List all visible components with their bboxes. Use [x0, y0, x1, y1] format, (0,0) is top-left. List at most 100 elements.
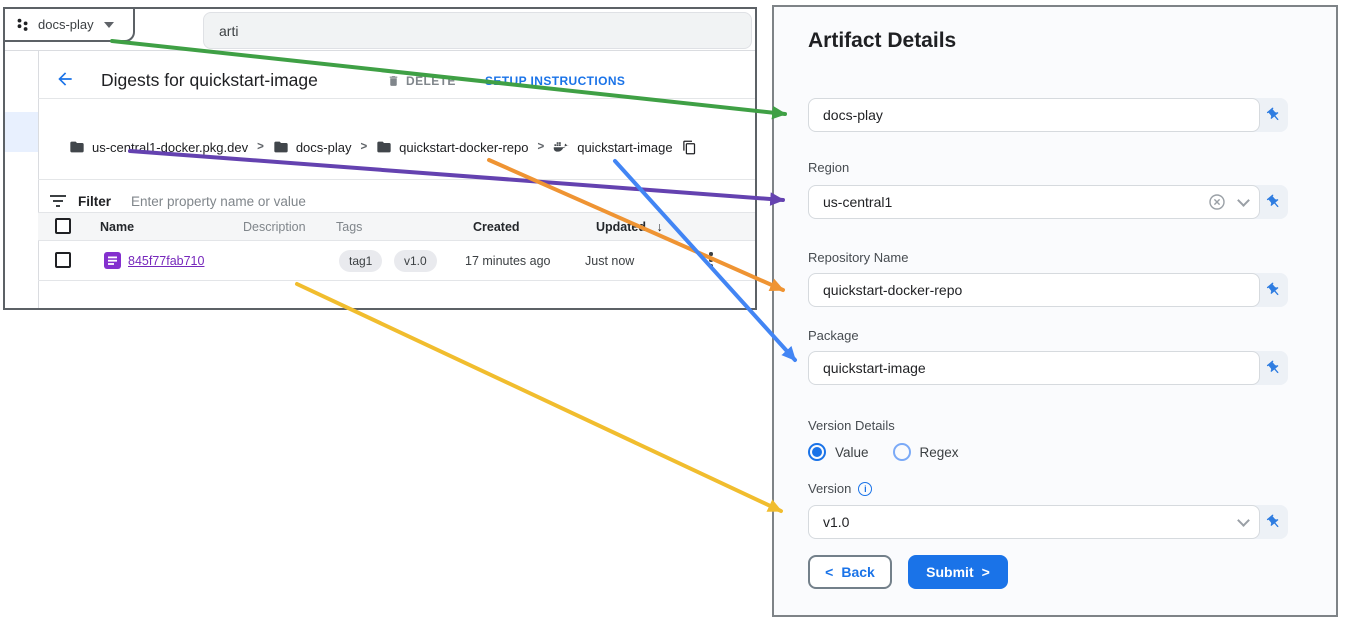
breadcrumb-item-image[interactable]: quickstart-image [553, 139, 673, 155]
version-label: Version [808, 481, 852, 496]
column-name[interactable]: Name [100, 219, 135, 234]
filter-label: Filter [78, 193, 112, 209]
filter-icon [50, 195, 66, 207]
panel-title: Artifact Details [808, 29, 957, 52]
chevron-down-icon[interactable] [1237, 193, 1250, 207]
repository-field[interactable] [808, 273, 1260, 307]
project-field[interactable] [808, 98, 1260, 132]
dropdown-arrow-icon [103, 21, 114, 28]
breadcrumb: us-central1-docker.pkg.dev > docs-play >… [69, 135, 697, 159]
breadcrumb-divider [38, 179, 755, 180]
chevron-left-icon: < [825, 564, 834, 580]
version-field-row [808, 505, 1288, 539]
package-label: Package [808, 328, 859, 343]
artifact-details-panel: Artifact Details Region [772, 5, 1338, 617]
region-label: Region [808, 160, 850, 175]
setup-instructions-button[interactable]: SETUP INSTRUCTIONS [485, 74, 625, 88]
breadcrumb-item-repository[interactable]: quickstart-docker-repo [376, 139, 529, 155]
radio-regex[interactable]: Regex [892, 443, 959, 461]
digest-link[interactable]: 845f77fab710 [128, 253, 205, 268]
breadcrumb-label: quickstart-docker-repo [399, 139, 529, 155]
project-field-row [808, 98, 1288, 132]
package-field-row [808, 351, 1288, 385]
setup-instructions-label: SETUP INSTRUCTIONS [485, 74, 626, 88]
row-checkbox[interactable] [55, 252, 71, 268]
select-all-checkbox[interactable] [55, 218, 71, 234]
version-details-label: Version Details [808, 418, 895, 433]
column-updated-label: Updated [596, 219, 646, 234]
table-row: 845f77fab710 tag1 v1.0 17 minutes ago Ju… [38, 241, 755, 281]
created-cell: 17 minutes ago [465, 253, 551, 268]
back-arrow-icon[interactable] [55, 69, 75, 89]
column-description[interactable]: Description [243, 219, 306, 234]
page-title: Digests for quickstart-image [101, 70, 318, 90]
back-button-label: Back [841, 564, 875, 580]
pushpin-icon [1266, 107, 1279, 121]
pushpin-icon [1266, 514, 1279, 528]
breadcrumb-item-project[interactable]: docs-play [273, 139, 352, 155]
radio-value[interactable]: Value [808, 443, 869, 461]
repository-field-row [808, 273, 1288, 307]
copy-icon[interactable] [682, 140, 697, 155]
breadcrumb-label: docs-play [295, 139, 352, 155]
button-row: < Back Submit > [808, 555, 1008, 589]
cloud-project-icon [17, 18, 28, 31]
radio-selected-icon [808, 443, 826, 461]
version-label-row: Version i [808, 481, 873, 496]
version-field[interactable] [808, 505, 1260, 539]
submit-button[interactable]: Submit > [908, 555, 1008, 589]
breadcrumb-item-registry[interactable]: us-central1-docker.pkg.dev [69, 140, 248, 155]
breadcrumb-separator: > [257, 141, 264, 153]
topbar-divider [5, 50, 755, 51]
clear-icon[interactable] [1209, 194, 1225, 210]
version-details-radios: Value Regex [808, 443, 959, 461]
region-field-row [808, 185, 1288, 219]
pin-button[interactable] [1260, 273, 1288, 307]
arrow-tag-to-version [295, 282, 783, 513]
folder-icon [70, 141, 84, 153]
region-field[interactable] [808, 185, 1260, 219]
sort-desc-icon: ↓ [656, 219, 663, 234]
radio-unselected-icon [892, 443, 911, 461]
breadcrumb-separator: > [537, 141, 545, 153]
filter-input[interactable] [129, 192, 514, 210]
project-selector-label: docs-play [38, 17, 94, 32]
column-updated[interactable]: Updated ↓ [596, 220, 663, 234]
digest-icon [104, 252, 121, 269]
tag-chip[interactable]: tag1 [339, 249, 383, 272]
delete-button-label: DELETE [406, 74, 456, 88]
trash-icon [389, 76, 398, 86]
chevron-right-icon: > [981, 564, 990, 580]
pushpin-icon [1266, 360, 1279, 374]
radio-regex-label: Regex [919, 444, 959, 460]
pin-button[interactable] [1260, 98, 1288, 132]
back-button[interactable]: < Back [808, 555, 892, 589]
row-menu-button[interactable] [704, 249, 718, 271]
table-header: Name Description Tags Created Updated ↓ [38, 212, 755, 241]
folder-icon [377, 141, 391, 153]
column-tags[interactable]: Tags [336, 219, 363, 234]
project-selector[interactable]: docs-play [5, 9, 135, 42]
delete-button[interactable]: DELETE [387, 74, 456, 88]
pin-button[interactable] [1260, 505, 1288, 539]
search-input[interactable] [203, 12, 752, 49]
folder-icon [274, 141, 288, 153]
pin-button[interactable] [1260, 351, 1288, 385]
header-divider [38, 98, 755, 99]
chevron-down-icon[interactable] [1237, 513, 1250, 527]
pushpin-icon [1266, 282, 1279, 296]
breadcrumb-label: us-central1-docker.pkg.dev [92, 139, 249, 155]
pushpin-icon [1266, 194, 1279, 208]
column-created[interactable]: Created [473, 219, 520, 234]
radio-value-label: Value [835, 444, 869, 460]
sidebar-selected-item[interactable] [5, 112, 38, 152]
breadcrumb-separator: > [360, 141, 368, 153]
updated-cell: Just now [585, 253, 635, 268]
package-field[interactable] [808, 351, 1260, 385]
info-icon[interactable]: i [858, 481, 873, 496]
breadcrumb-label: quickstart-image [577, 139, 673, 155]
pin-button[interactable] [1260, 185, 1288, 219]
tag-chip[interactable]: v1.0 [394, 249, 437, 272]
console-screenshot: docs-play Digests for quickstart-image D… [3, 7, 757, 310]
